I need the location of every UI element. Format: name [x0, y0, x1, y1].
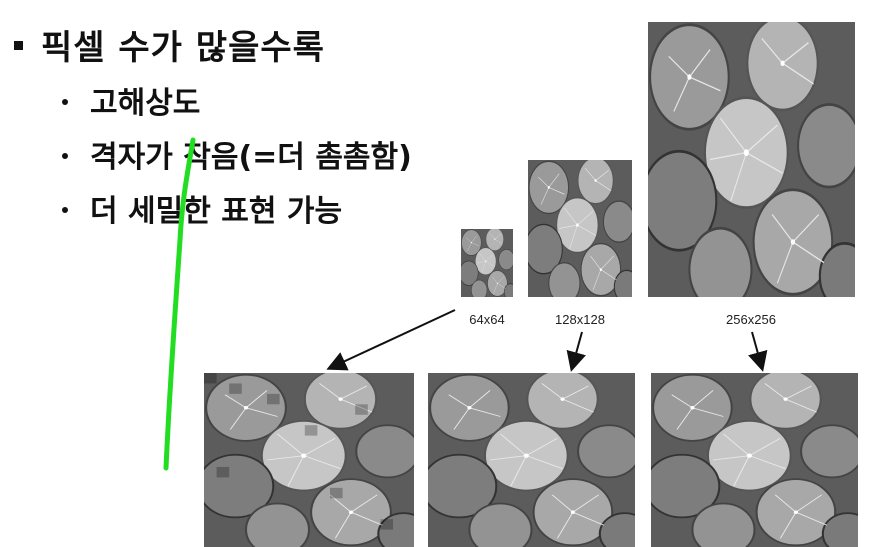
bullet-item-1: 고해상도 — [62, 78, 200, 122]
bullet-item-2: 격자가 작음(=더 촘촘함) — [62, 132, 412, 176]
bullet-item-text: 더 세밀한 표현 가능 — [90, 194, 343, 229]
heading-bullet: 픽셀 수가 많을수록 — [14, 20, 325, 69]
enlarged-image-128 — [428, 373, 635, 547]
label-128: 128x128 — [555, 312, 605, 327]
image-128 — [528, 160, 632, 297]
bullet-item-3: 더 세밀한 표현 가능 — [62, 186, 342, 230]
label-64: 64x64 — [469, 312, 505, 327]
image-64 — [461, 229, 513, 297]
arrow-256 — [748, 331, 768, 372]
arrow-64 — [326, 309, 456, 371]
dot-bullet-icon — [62, 206, 68, 213]
heading-text: 픽셀 수가 많을수록 — [41, 28, 325, 68]
enlarged-image-64 — [204, 373, 414, 547]
label-256: 256x256 — [726, 312, 776, 327]
dot-bullet-icon — [62, 98, 68, 105]
arrow-128 — [566, 331, 586, 372]
bullet-item-text: 격자가 작음(=더 촘촘함) — [90, 140, 412, 175]
image-256 — [648, 22, 855, 297]
bullet-item-text: 고해상도 — [90, 86, 201, 121]
dot-bullet-icon — [62, 152, 68, 159]
enlarged-image-256 — [651, 373, 858, 547]
square-bullet-icon — [14, 41, 23, 50]
